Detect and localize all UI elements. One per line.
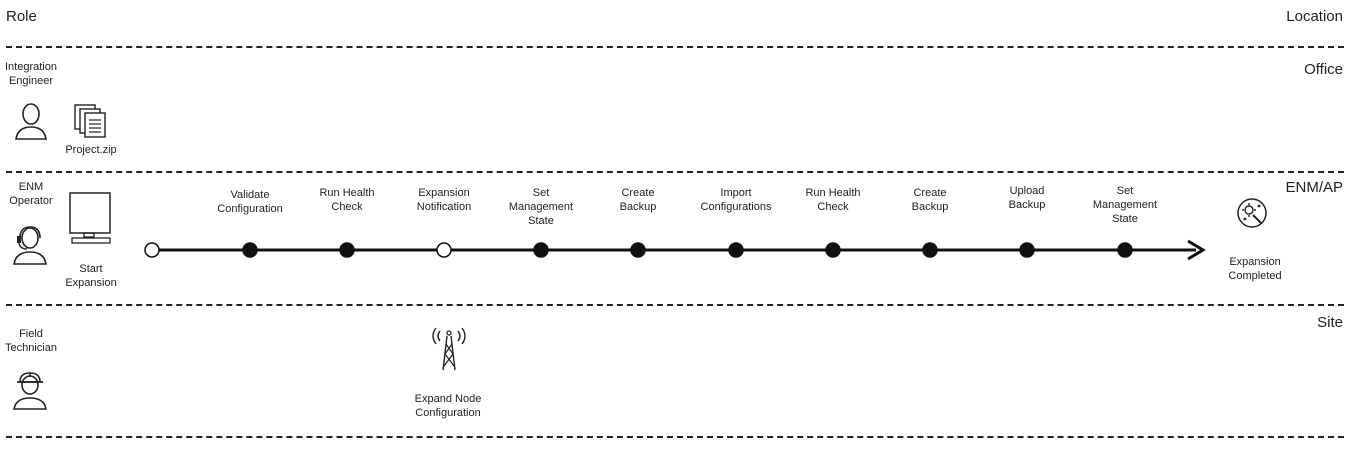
timeline-step-marker: [825, 242, 841, 258]
timeline-step-marker: [1019, 242, 1035, 258]
timeline-step-label: Run Health Check: [319, 187, 375, 213]
monitor-icon: [69, 192, 111, 244]
timeline-step-marker: [728, 242, 744, 258]
timeline-step-marker: [144, 242, 160, 258]
timeline-step-label: Run Health Check: [805, 187, 861, 213]
lane-divider-bottom: [6, 436, 1344, 438]
role-header: Role: [6, 8, 37, 25]
timeline-step-label: Expansion Notification: [416, 187, 472, 213]
location-office: Office: [1304, 61, 1343, 78]
lane-divider-enm-site: [6, 304, 1344, 306]
timeline-step-marker: [242, 242, 258, 258]
file-stack-icon: [74, 104, 106, 138]
timeline-step-label: Set Management State: [1092, 185, 1158, 225]
person-icon: [15, 103, 47, 140]
headset-operator-icon: [13, 226, 47, 265]
timeline-step-label: Create Backup: [911, 187, 949, 213]
timeline-step-marker: [533, 242, 549, 258]
timeline-arrowhead: [1187, 239, 1206, 261]
gear-wrench-icon: [1237, 198, 1267, 228]
location-site: Site: [1317, 314, 1343, 331]
timeline-step-label: Import Configurations: [700, 187, 772, 213]
timeline-step-marker: [922, 242, 938, 258]
file-label-project-zip: Project.zip: [65, 144, 117, 156]
timeline-step-label: Create Backup: [619, 187, 657, 213]
location-header: Location: [1286, 8, 1343, 25]
timeline-step-label: Set Management State: [508, 187, 574, 227]
lane-divider-top: [6, 46, 1344, 48]
timeline-step-marker: [436, 242, 452, 258]
lane-divider-office-enm: [6, 171, 1344, 173]
role-enm-operator: ENM Operator: [9, 181, 53, 207]
role-integration-engineer: Integration Engineer: [5, 61, 57, 87]
radio-tower-icon: [432, 327, 466, 371]
timeline-step-marker: [339, 242, 355, 258]
role-field-technician: Field Technician: [5, 328, 57, 354]
start-expansion-label: Start Expansion: [65, 263, 117, 289]
timeline-step-marker: [630, 242, 646, 258]
expansion-completed-label: Expansion Completed: [1228, 256, 1282, 282]
timeline-step-label: Validate Configuration: [217, 189, 283, 215]
hardhat-worker-icon: [13, 372, 47, 410]
timeline-step-label: Upload Backup: [1008, 185, 1046, 211]
location-enm-ap: ENM/AP: [1285, 179, 1343, 196]
expand-node-configuration-label: Expand Node Configuration: [414, 393, 482, 419]
timeline-step-marker: [1117, 242, 1133, 258]
